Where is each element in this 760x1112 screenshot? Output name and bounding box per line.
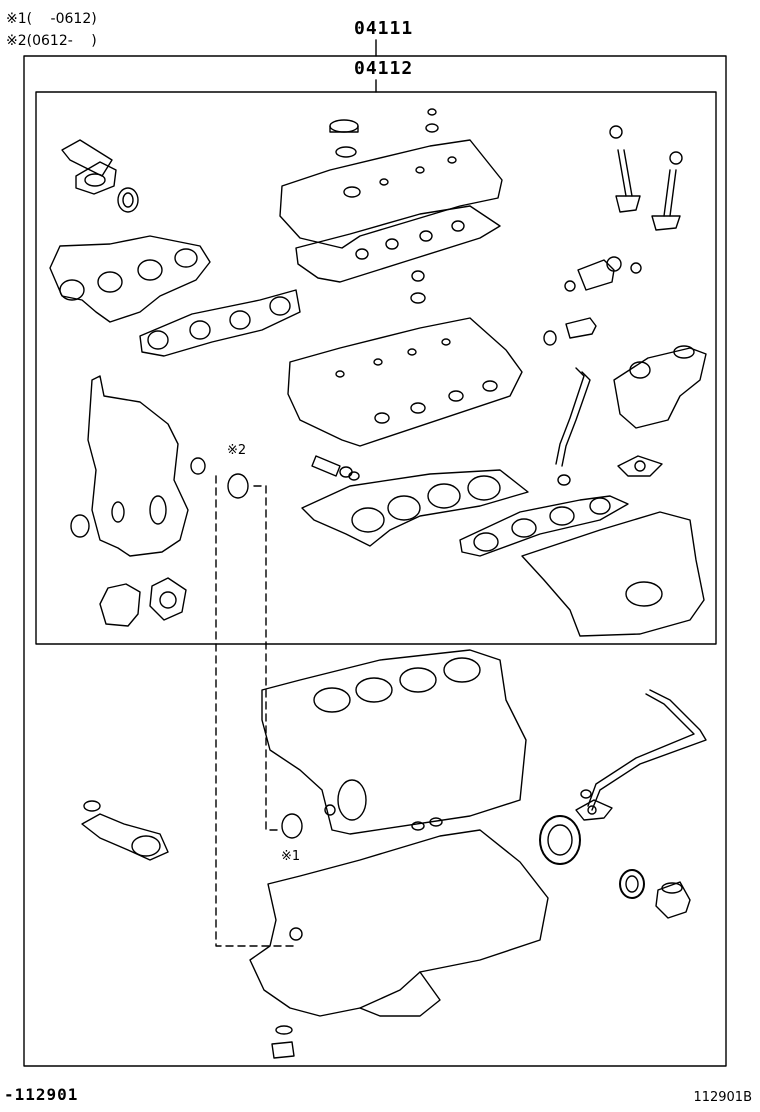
intake-pipe bbox=[61, 139, 117, 195]
inner-kit-frame bbox=[35, 91, 717, 645]
spark-plug-tube-seal bbox=[425, 108, 439, 133]
o-ring-left bbox=[190, 457, 206, 475]
bolt-and-seal bbox=[311, 455, 360, 481]
oil-control-valve bbox=[564, 256, 642, 292]
water-outlet-gasket bbox=[617, 455, 663, 477]
legend-note-2: ※2(0612- ) bbox=[6, 33, 97, 49]
sensor-plug bbox=[543, 317, 597, 346]
exhaust-manifold-gasket bbox=[139, 289, 301, 357]
oil-level-gauge bbox=[587, 689, 707, 811]
oil-pan bbox=[249, 829, 549, 1017]
timing-cover bbox=[87, 375, 189, 557]
front-oil-seal bbox=[619, 869, 645, 899]
dashed-link-oil-pan bbox=[215, 475, 297, 947]
part-number-inner-kit[interactable]: 04112 bbox=[354, 58, 414, 79]
footer-right-code: 112901B bbox=[693, 1090, 752, 1105]
intake-valve bbox=[609, 125, 641, 213]
drain-plug bbox=[271, 1025, 295, 1059]
block-small-seals bbox=[411, 817, 443, 831]
water-pump bbox=[99, 577, 187, 627]
crank-seal bbox=[70, 514, 90, 538]
intake-manifold-gasket bbox=[459, 495, 629, 557]
cylinder-head-gasket bbox=[301, 469, 529, 547]
gauge-guide-gasket bbox=[575, 789, 613, 821]
cylinder-head-cover bbox=[279, 139, 503, 249]
dipstick-guide bbox=[555, 367, 591, 486]
oil-filter bbox=[655, 881, 691, 919]
oil-filler-cap bbox=[329, 119, 359, 158]
intake-manifold bbox=[521, 511, 705, 637]
footer-left-code: -112901 bbox=[4, 1085, 79, 1104]
rear-oil-seal bbox=[539, 815, 581, 865]
oil-strainer bbox=[81, 800, 169, 861]
cylinder-head bbox=[287, 317, 523, 447]
legend-note-1: ※1( -0612) bbox=[6, 11, 97, 27]
outer-kit-frame bbox=[23, 55, 727, 1067]
callout-mark-1: ※1 bbox=[281, 849, 301, 864]
cylinder-block bbox=[261, 649, 527, 835]
water-outlet bbox=[613, 345, 707, 429]
part-number-outer-kit[interactable]: 04111 bbox=[354, 18, 414, 39]
o-ring-mark-1 bbox=[281, 813, 303, 839]
exhaust-manifold bbox=[49, 235, 211, 323]
block-o-ring bbox=[324, 804, 336, 816]
exhaust-valve bbox=[651, 151, 683, 231]
pcv-grommet bbox=[410, 270, 426, 304]
head-cover-gasket bbox=[295, 205, 501, 283]
o-ring-mark-2 bbox=[227, 473, 249, 499]
callout-mark-2: ※2 bbox=[227, 443, 247, 458]
dashed-link-mark-2 bbox=[253, 485, 281, 831]
seal-ring-small bbox=[117, 187, 139, 213]
